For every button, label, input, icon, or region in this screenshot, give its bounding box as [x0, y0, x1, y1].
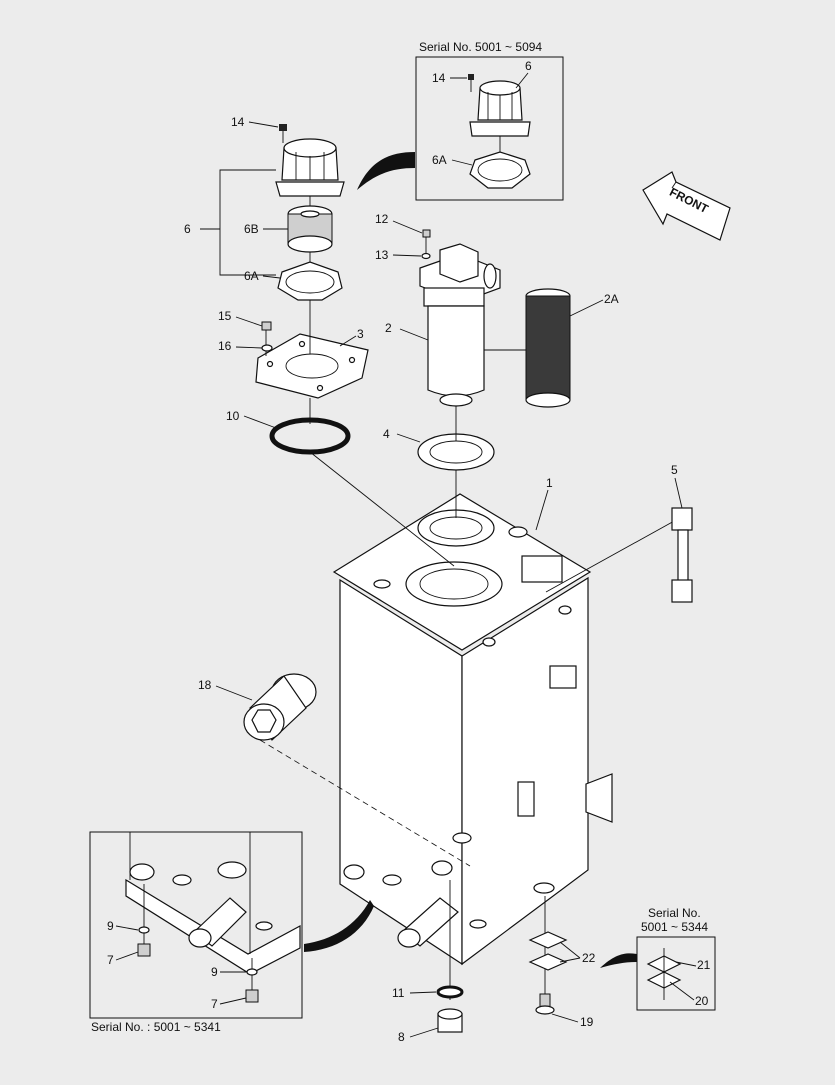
callout-11: 11	[392, 986, 405, 1000]
mount-shims: 22 19	[528, 896, 596, 1029]
drain-plug: 11 8	[392, 880, 464, 1044]
callout-20: 20	[695, 994, 709, 1008]
callout-7-upper: 7	[107, 953, 114, 967]
callout-19: 19	[580, 1015, 594, 1029]
inset-bottom-right-caption-2: 5001 ~ 5344	[641, 920, 708, 934]
callout-18: 18	[198, 678, 212, 692]
inset-top: Serial No. 5001 ~ 5094 14 6 6A	[415, 40, 564, 201]
inset-bottom-right-pointer	[600, 953, 637, 968]
suction-filter-assembly: 12 13 2 2A 4	[375, 212, 619, 471]
callout-3: 3	[357, 327, 364, 341]
callout-16: 16	[218, 339, 232, 353]
inset-bottom-right: Serial No. 5001 ~ 5344 21 20	[636, 906, 716, 1011]
callout-2: 2	[385, 321, 392, 335]
inset-top-pointer	[357, 152, 415, 190]
callout-6-inset: 6	[525, 59, 532, 73]
callout-6a: 6A	[244, 269, 259, 283]
callout-9-upper: 9	[107, 919, 114, 933]
callout-1: 1	[546, 476, 553, 490]
o-ring-leader	[309, 451, 455, 567]
callout-14-inset: 14	[432, 71, 446, 85]
callout-4: 4	[383, 427, 390, 441]
callout-21: 21	[697, 958, 711, 972]
callout-12: 12	[375, 212, 389, 226]
callout-15: 15	[218, 309, 232, 323]
callout-2a: 2A	[604, 292, 619, 306]
callout-5: 5	[671, 463, 678, 477]
hydraulic-tank: 1	[332, 476, 613, 966]
callout-9-lower: 9	[211, 965, 218, 979]
inset-bottom-left: 9 7 9 7 Serial No. : 5001 ~ 5341	[89, 831, 303, 1034]
callout-22: 22	[582, 951, 596, 965]
return-filter-assembly: 14 6 6B 6A 3	[184, 115, 369, 455]
inset-bottom-left-caption: Serial No. : 5001 ~ 5341	[91, 1020, 221, 1034]
callout-6b: 6B	[244, 222, 259, 236]
callout-14: 14	[231, 115, 245, 129]
inset-bottom-left-pointer	[304, 900, 374, 952]
callout-6: 6	[184, 222, 191, 236]
callout-6a-inset: 6A	[432, 153, 447, 167]
level-gauge: 5	[545, 463, 693, 603]
front-arrow: FRONT	[642, 171, 731, 241]
callout-8: 8	[398, 1030, 405, 1044]
strainer: 18	[198, 673, 471, 867]
callout-10: 10	[226, 409, 240, 423]
inset-top-caption: Serial No. 5001 ~ 5094	[419, 40, 542, 54]
inset-bottom-right-caption-1: Serial No.	[648, 906, 701, 920]
callout-7-lower: 7	[211, 997, 218, 1011]
callout-13: 13	[375, 248, 389, 262]
